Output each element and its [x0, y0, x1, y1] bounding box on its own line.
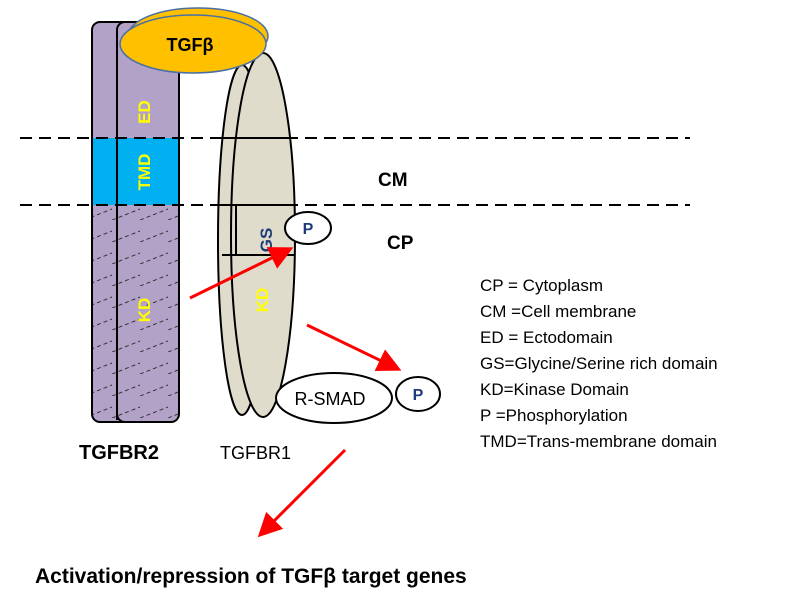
tmd-label: TMD [135, 154, 154, 191]
kd-label-r1: KD [253, 288, 272, 313]
svg-text:CP = Cytoplasm: CP = Cytoplasm [480, 276, 603, 295]
tgfbr1-receptor: GS KD [217, 52, 296, 418]
svg-text:ED = Ectodomain: ED = Ectodomain [480, 328, 613, 347]
tgfb-label: TGFβ [167, 35, 214, 55]
r-smad: R-SMAD P [275, 372, 441, 424]
gs-label: GS [257, 228, 276, 253]
tgfbr2-label: TGFBR2 [79, 442, 159, 464]
phosphate-smad [395, 376, 441, 412]
svg-text:TMD=Trans-membrane domain: TMD=Trans-membrane domain [480, 432, 717, 451]
tgfbr1-label: TGFBR1 [220, 443, 291, 463]
svg-text:KD=Kinase Domain: KD=Kinase Domain [480, 380, 629, 399]
tgfbr2-receptor: ED TMD KD [91, 21, 180, 423]
svg-text:CM =Cell membrane: CM =Cell membrane [480, 302, 636, 321]
svg-text:P =Phosphorylation: P =Phosphorylation [480, 406, 628, 425]
ed-label: ED [135, 100, 154, 124]
phosphate-gs: P [284, 211, 332, 245]
cp-label: CP [387, 233, 414, 254]
legend: CP = Cytoplasm CM =Cell membrane ED = Ec… [480, 276, 718, 451]
outcome-text: Activation/repression of TGFβ target gen… [35, 565, 467, 588]
rsmad-label: R-SMAD [295, 389, 366, 409]
arrow-phosphorylate-smad [306, 323, 402, 371]
arrow-phosphorylate-gs [189, 247, 294, 300]
svg-text:GS=Glycine/Serine rich domain: GS=Glycine/Serine rich domain [480, 354, 718, 373]
svg-text:P: P [413, 387, 424, 404]
tgfb-ligand: TGFβ [119, 7, 269, 74]
arrow-to-genes [257, 448, 347, 538]
cm-label: CM [378, 170, 408, 191]
kd-label-r2: KD [135, 298, 154, 323]
svg-text:P: P [303, 221, 314, 238]
